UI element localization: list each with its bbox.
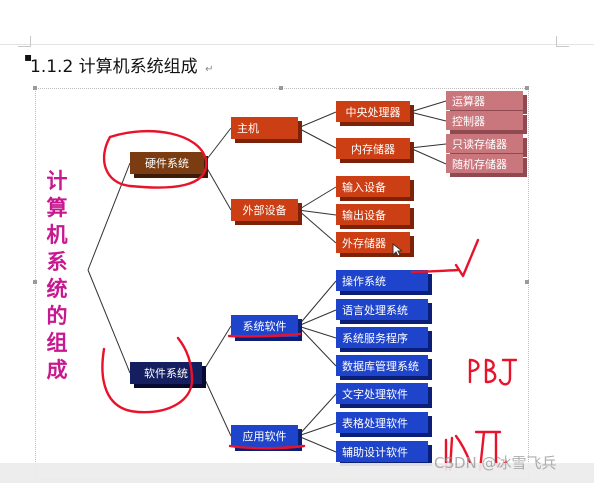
node-host[interactable]: 主机 bbox=[231, 117, 298, 139]
diagram-title-vertical: 计 算 机 系 统 的 组 成 bbox=[41, 168, 73, 384]
node-rom[interactable]: 只读存储器 bbox=[446, 134, 523, 153]
bottom-scroll-area bbox=[0, 463, 594, 483]
margin-corner-mark bbox=[556, 36, 569, 47]
resize-handle[interactable] bbox=[33, 86, 37, 90]
title-char: 组 bbox=[46, 331, 68, 355]
title-char: 算 bbox=[46, 196, 68, 220]
node-hardware-system[interactable]: 硬件系统 bbox=[130, 152, 204, 174]
mouse-pointer-icon bbox=[392, 243, 402, 257]
node-input-device[interactable]: 输入设备 bbox=[336, 176, 410, 197]
node-operating-system[interactable]: 操作系统 bbox=[336, 270, 428, 291]
section-heading[interactable]: ▪ 1.1.2 计算机系统组成 ↵ bbox=[24, 50, 214, 77]
resize-handle[interactable] bbox=[33, 280, 37, 284]
node-cpu[interactable]: 中央处理器 bbox=[336, 101, 410, 122]
node-system-software[interactable]: 系统软件 bbox=[231, 315, 298, 337]
node-alu[interactable]: 运算器 bbox=[446, 91, 523, 110]
section-heading-text: 1.1.2 计算机系统组成 bbox=[30, 57, 198, 77]
margin-corner-mark bbox=[18, 36, 31, 47]
node-language-processor[interactable]: 语言处理系统 bbox=[336, 299, 428, 320]
node-word-processing[interactable]: 文字处理软件 bbox=[336, 383, 428, 404]
node-dbms[interactable]: 数据库管理系统 bbox=[336, 355, 428, 376]
list-bullet: ▪ bbox=[24, 50, 33, 64]
title-char: 机 bbox=[46, 223, 68, 247]
resize-handle[interactable] bbox=[525, 280, 529, 284]
title-char: 计 bbox=[46, 169, 68, 193]
node-system-service[interactable]: 系统服务程序 bbox=[336, 327, 428, 348]
node-peripherals[interactable]: 外部设备 bbox=[231, 199, 298, 221]
node-internal-memory[interactable]: 内存储器 bbox=[336, 138, 410, 159]
paragraph-mark-icon: ↵ bbox=[205, 64, 214, 75]
node-application-software[interactable]: 应用软件 bbox=[231, 425, 298, 447]
resize-handle[interactable] bbox=[279, 86, 283, 90]
title-char: 成 bbox=[46, 358, 68, 382]
title-char: 系 bbox=[46, 250, 68, 274]
node-output-device[interactable]: 输出设备 bbox=[336, 204, 410, 225]
node-software-system[interactable]: 软件系统 bbox=[130, 362, 202, 384]
node-cad-software[interactable]: 辅助设计软件 bbox=[336, 441, 428, 462]
node-external-storage[interactable]: 外存储器 bbox=[336, 232, 410, 253]
node-ram[interactable]: 随机存储器 bbox=[446, 154, 523, 173]
title-char: 的 bbox=[46, 304, 68, 328]
node-control-unit[interactable]: 控制器 bbox=[446, 111, 523, 130]
title-char: 统 bbox=[46, 277, 68, 301]
page-top-edge bbox=[0, 44, 594, 45]
node-spreadsheet[interactable]: 表格处理软件 bbox=[336, 412, 428, 433]
resize-handle[interactable] bbox=[525, 86, 529, 90]
watermark-text: CSDN @冰雪飞兵 bbox=[434, 454, 557, 472]
